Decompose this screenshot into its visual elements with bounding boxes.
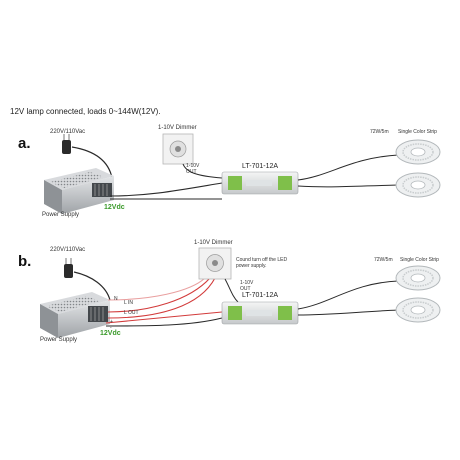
dimmer-a	[162, 133, 194, 165]
controller-label-b: LT-701-12A	[242, 292, 279, 299]
diagram-a	[44, 133, 441, 214]
power-supply-label-a: Power Supply	[42, 212, 80, 218]
led-strip-reel-a1	[395, 139, 441, 165]
controller-b	[221, 301, 299, 325]
strip-type-label-b: Single Color Strip	[400, 257, 439, 263]
dimmer-out-label-b: 1-10V OUT	[240, 280, 254, 292]
controller-label-a: LT-701-12A	[242, 163, 279, 170]
dimmer-out-label-a: 1-10V OUT	[186, 163, 200, 175]
wire-l-out-label: L OUT	[124, 310, 139, 316]
diagram-a-label: a.	[18, 135, 31, 152]
controller-a	[221, 171, 299, 195]
dimmer-label-b: 1-10V Dimmer	[194, 240, 233, 246]
mains-voltage-label-a: 220V/110Vac	[50, 129, 86, 135]
strip-power-label-a: 72W/5m	[370, 129, 389, 135]
mains-voltage-label-b: 220V/110Vac	[50, 247, 86, 253]
led-strip-reel-a2	[395, 172, 441, 198]
wire-l-in-label: L IN	[124, 300, 133, 306]
led-strip-reel-b2	[395, 297, 441, 323]
dimmer-note-b: Cound turn off the LED power supply.	[236, 257, 288, 269]
strip-power-label-b: 72W/5m	[374, 257, 393, 263]
diagram-b	[40, 247, 441, 338]
power-supply-label-b: Power Supply	[40, 337, 78, 343]
strip-type-label-a: Single Color Strip	[398, 129, 437, 135]
dimmer-label-a: 1-10V Dimmer	[158, 125, 197, 131]
output-voltage-label-b: 12Vdc	[100, 330, 121, 337]
dimmer-b	[198, 247, 232, 280]
led-strip-reel-b1	[395, 265, 441, 291]
diagram-b-label: b.	[18, 253, 32, 270]
mains-plug-icon	[64, 258, 111, 301]
output-voltage-label-a: 12Vdc	[104, 204, 125, 211]
terminal-plus-label: +	[110, 319, 113, 325]
page-heading: 12V lamp connected, loads 0~144W(12V).	[10, 107, 161, 116]
power-supply-a	[44, 168, 114, 214]
power-supply-b	[40, 292, 110, 338]
wire-n-label: N	[114, 296, 118, 302]
terminal-minus-label: -	[110, 325, 112, 331]
